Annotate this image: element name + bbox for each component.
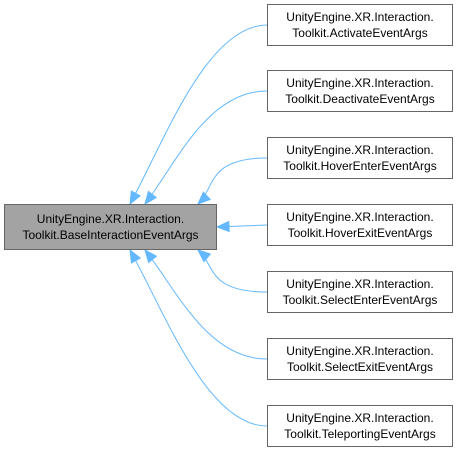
base-class-node[interactable]: UnityEngine.XR.Interaction. Toolkit.Base… <box>4 204 217 250</box>
derived-class-node-select-enter[interactable]: UnityEngine.XR.Interaction. Toolkit.Sele… <box>267 271 453 313</box>
inheritance-arrowhead <box>144 248 158 264</box>
derived-class-line2: Toolkit.TeleportingEventArgs <box>284 427 436 441</box>
derived-class-node-deactivate[interactable]: UnityEngine.XR.Interaction. Toolkit.Deac… <box>267 70 453 112</box>
derived-class-line1: UnityEngine.XR.Interaction. <box>286 210 434 224</box>
derived-class-node-teleporting[interactable]: UnityEngine.XR.Interaction. Toolkit.Tele… <box>267 405 453 447</box>
inheritance-edge <box>144 90 268 205</box>
derived-class-node-activate[interactable]: UnityEngine.XR.Interaction. Toolkit.Acti… <box>267 4 453 46</box>
inheritance-arrowhead <box>144 190 158 206</box>
derived-class-node-select-exit[interactable]: UnityEngine.XR.Interaction. Toolkit.Sele… <box>267 338 453 380</box>
derived-class-line1: UnityEngine.XR.Interaction. <box>286 143 434 157</box>
derived-class-line2: Toolkit.DeactivateEventArgs <box>285 92 435 106</box>
derived-class-line1: UnityEngine.XR.Interaction. <box>286 344 434 358</box>
derived-class-line1: UnityEngine.XR.Interaction. <box>286 10 434 24</box>
derived-class-line1: UnityEngine.XR.Interaction. <box>286 277 434 291</box>
derived-class-line2: Toolkit.SelectEnterEventArgs <box>282 293 438 307</box>
derived-class-line2: Toolkit.HoverExitEventArgs <box>287 226 433 240</box>
derived-class-line1: UnityEngine.XR.Interaction. <box>286 411 434 425</box>
inheritance-edge <box>129 24 268 205</box>
derived-class-line1: UnityEngine.XR.Interaction. <box>286 76 434 90</box>
inheritance-edge <box>129 249 268 427</box>
derived-class-line2: Toolkit.ActivateEventArgs <box>292 26 428 40</box>
derived-class-node-hover-exit[interactable]: UnityEngine.XR.Interaction. Toolkit.Hove… <box>267 204 453 246</box>
derived-class-line2: Toolkit.SelectExitEventArgs <box>286 360 434 374</box>
base-class-line2: Toolkit.BaseInteractionEventArgs <box>22 228 199 242</box>
inheritance-arrowhead <box>215 220 230 233</box>
inheritance-arrowhead <box>129 190 142 206</box>
inheritance-arrowhead <box>129 248 142 264</box>
derived-class-line2: Toolkit.HoverEnterEventArgs <box>283 159 437 173</box>
base-class-line1: UnityEngine.XR.Interaction. <box>36 212 185 226</box>
inheritance-edge <box>144 249 268 360</box>
derived-class-node-hover-enter[interactable]: UnityEngine.XR.Interaction. Toolkit.Hove… <box>267 137 453 179</box>
inheritance-arrowhead <box>197 191 212 205</box>
inheritance-arrowhead <box>197 249 212 263</box>
